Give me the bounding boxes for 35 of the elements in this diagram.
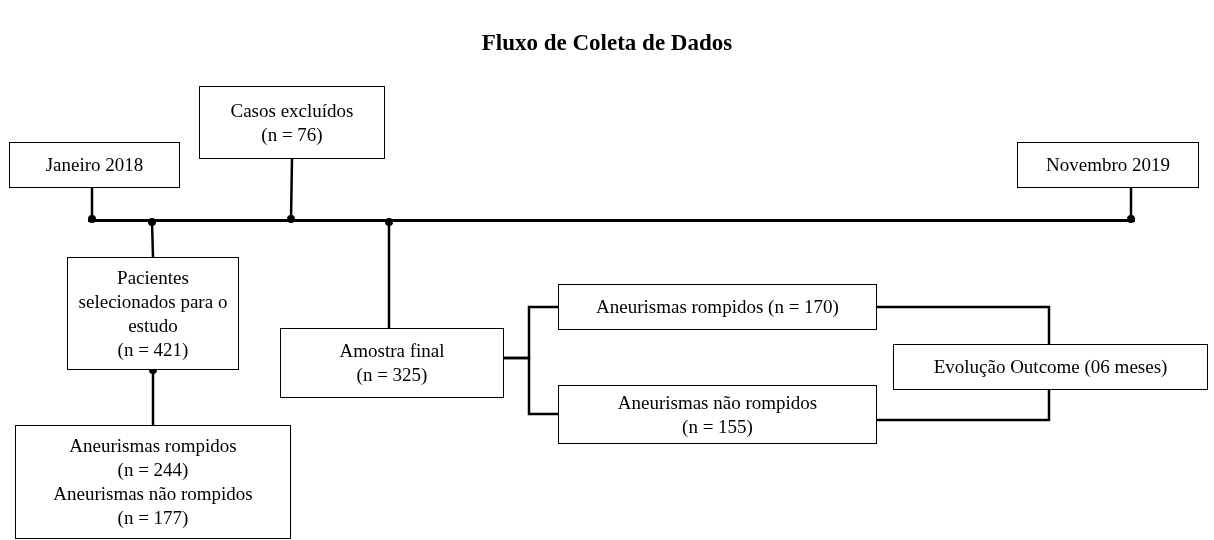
process-box (67, 257, 239, 370)
box-text: (n = 76) (261, 122, 323, 147)
process-box (9, 142, 180, 188)
diagram-title: Fluxo de Coleta de Dados (480, 29, 734, 57)
box-text: (n = 244) (117, 458, 189, 482)
connector-line (877, 305, 1051, 344)
box-text: Aneurismas rompidos (n = 170) (596, 295, 839, 319)
box-text: Aneurismas não rompidos (617, 390, 818, 415)
connector-line (1127, 188, 1135, 223)
box-text: Janeiro 2018 (45, 153, 144, 177)
box-text: Casos excluídos (230, 98, 354, 123)
process-box (558, 385, 877, 444)
process-box (558, 284, 877, 330)
connector-line (148, 218, 156, 258)
box-text: (n = 325) (356, 363, 428, 387)
box-text: Novembro 2019 (1046, 153, 1170, 177)
process-box (15, 425, 291, 539)
box-text: (n = 155) (682, 414, 753, 439)
box-text: (n = 421) (117, 337, 189, 362)
process-box (893, 344, 1208, 390)
connector-line (287, 158, 295, 223)
connector-line (504, 356, 558, 416)
box-text: Aneurismas rompidos (69, 434, 237, 458)
process-box (1017, 142, 1199, 188)
box-text: Amostra final (339, 339, 445, 363)
process-box (199, 86, 385, 159)
box-text: Pacientes selecionados para o estudo (77, 265, 229, 338)
connector-line (385, 218, 393, 328)
box-text: Evolução Outcome (06 meses) (933, 355, 1168, 379)
connector-line (877, 390, 1051, 422)
process-box (280, 328, 504, 398)
box-text: Aneurismas não rompidos (53, 482, 253, 506)
box-text: (n = 177) (117, 506, 189, 530)
connector-line (88, 188, 96, 223)
timeline-bar (88, 219, 1135, 222)
